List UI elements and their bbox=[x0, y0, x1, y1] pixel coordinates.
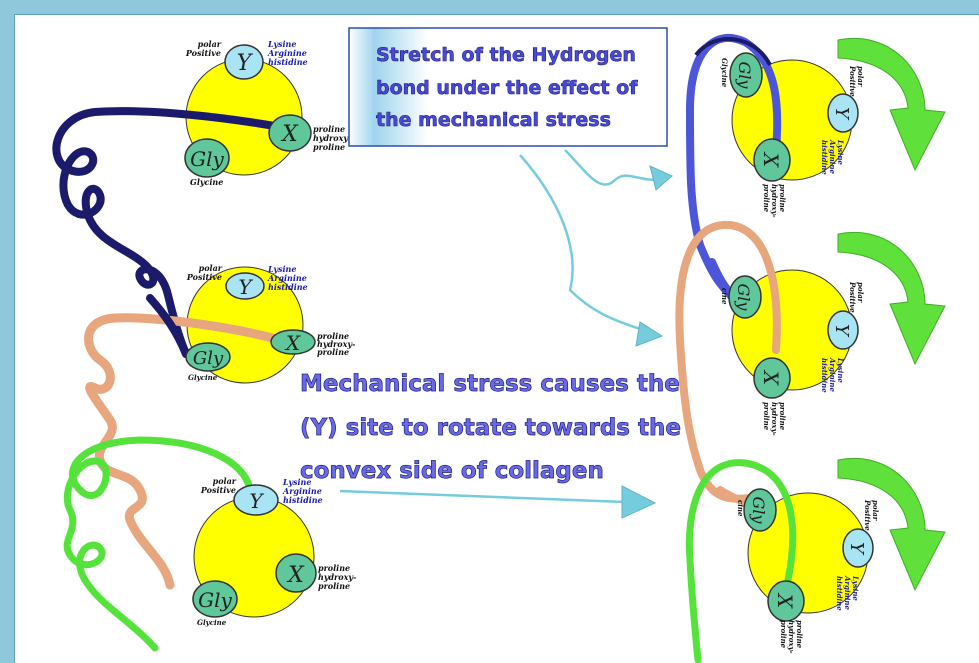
callout-rotation-text: Mechanical stress causes the (Y) site to… bbox=[300, 371, 689, 484]
proline-group-label: prolinehydroxy-proline bbox=[762, 402, 787, 436]
arrow-curved-head bbox=[636, 322, 662, 346]
arrow-wavy-head bbox=[650, 166, 672, 190]
unit-bottom-right: Gly X Y polarPositive LysineArgininehist… bbox=[689, 458, 945, 660]
callout-hydrogen-bond: Stretch of the Hydrogen bond under the e… bbox=[349, 28, 667, 146]
arrow-curved bbox=[520, 155, 650, 332]
gly-site-label: Gly bbox=[734, 284, 753, 312]
unit-middle-right: Gly X Y polarPositive LysineArgininehist… bbox=[679, 225, 945, 499]
x-site-label: X bbox=[759, 151, 783, 168]
gly-site-label: Gly bbox=[735, 62, 754, 90]
x-site-label: X bbox=[284, 331, 301, 355]
proline-group-label: prolinehydroxy-proline bbox=[762, 184, 787, 218]
x-site-label: X bbox=[280, 122, 299, 147]
callout-hydrogen-text: Stretch of the Hydrogen bond under the e… bbox=[376, 44, 644, 131]
arrow-straight-head bbox=[622, 486, 655, 518]
polar-positive-label: polarPositive bbox=[848, 281, 865, 313]
gly-site-label: Gly bbox=[190, 147, 224, 171]
glycine-label: Glycine bbox=[197, 618, 227, 627]
gly-site-label: Gly bbox=[198, 588, 232, 612]
x-site-label: X bbox=[759, 369, 783, 386]
gly-site-label: Gly bbox=[749, 497, 768, 525]
glycine-label: Glycine bbox=[720, 58, 729, 88]
gly-site-label: Gly bbox=[193, 348, 224, 369]
lysine-group-label: LysineArgininehistidine bbox=[835, 575, 860, 611]
y-site-label: Y bbox=[237, 51, 254, 76]
lysine-group-label: LysineArgininehistidine bbox=[820, 357, 845, 393]
glycine-partial-label: cine bbox=[736, 500, 745, 517]
arrow-straight bbox=[340, 491, 625, 502]
x-site-label: X bbox=[286, 563, 305, 588]
y-site-label: Y bbox=[249, 489, 264, 513]
lysine-group-label: LysineArgininehistidine bbox=[820, 139, 845, 175]
polar-positive-label: polarPositive bbox=[848, 65, 865, 97]
polar-positive-label: polarPositive bbox=[863, 499, 880, 531]
callout-rotation: Mechanical stress causes the (Y) site to… bbox=[300, 371, 689, 484]
x-site-label: X bbox=[773, 592, 797, 609]
y-site-label: Y bbox=[238, 275, 253, 299]
glycine-partial-label: cine bbox=[720, 288, 729, 305]
glycine-label: Glycine bbox=[190, 177, 223, 187]
glycine-label: Glycine bbox=[188, 373, 218, 382]
proline-group-label: prolinehydroxy-proline bbox=[779, 620, 804, 654]
